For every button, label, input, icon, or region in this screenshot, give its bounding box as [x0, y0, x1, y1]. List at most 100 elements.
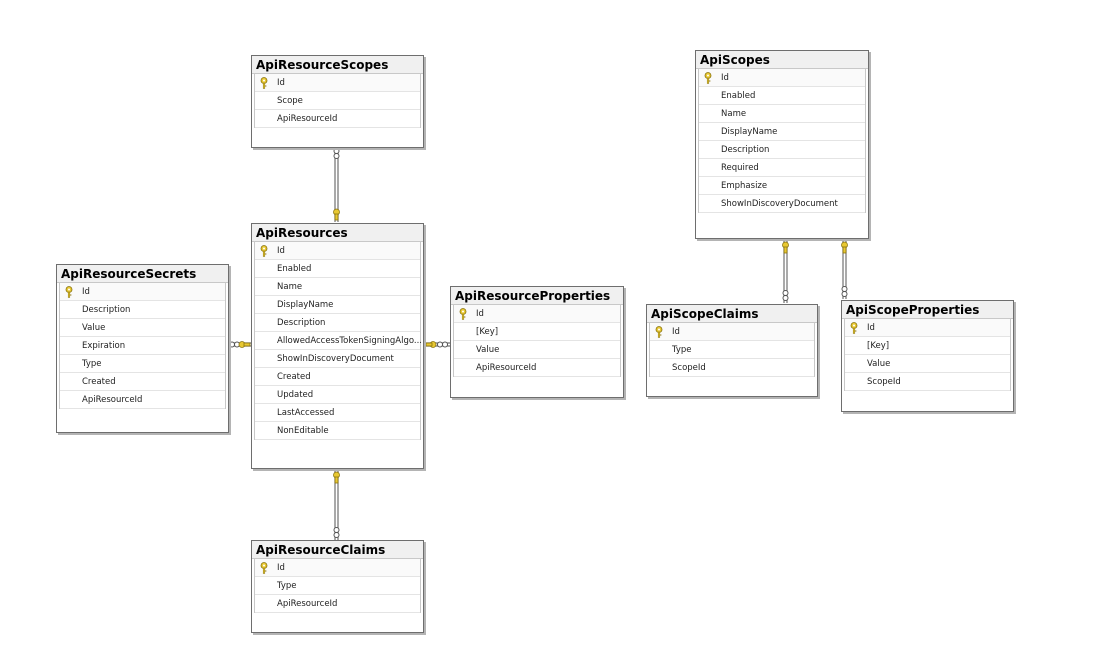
- column-row[interactable]: Value: [845, 355, 1010, 373]
- column-row[interactable]: LastAccessed: [255, 404, 420, 422]
- column-row[interactable]: Enabled: [255, 260, 420, 278]
- column-name: ScopeId: [672, 363, 706, 373]
- column-name: Required: [721, 163, 759, 173]
- column-row[interactable]: AllowedAccessTokenSigningAlgo...: [255, 332, 422, 350]
- column-row[interactable]: Id: [650, 323, 814, 341]
- column-name: Expiration: [82, 341, 126, 351]
- column-row[interactable]: ApiResourceId: [255, 110, 420, 128]
- table-title[interactable]: ApiScopes: [696, 51, 868, 69]
- column-row[interactable]: Type: [650, 341, 814, 359]
- column-name: Id: [82, 287, 90, 297]
- table-title[interactable]: ApiResourceProperties: [451, 287, 623, 305]
- column-row[interactable]: ScopeId: [845, 373, 1010, 391]
- column-row[interactable]: Value: [454, 341, 620, 359]
- column-name: ApiResourceId: [82, 395, 143, 405]
- column-name: ApiResourceId: [277, 599, 338, 609]
- column-name: Enabled: [277, 264, 312, 274]
- column-name: Description: [82, 305, 131, 315]
- column-row[interactable]: Description: [699, 141, 865, 159]
- column-name: ScopeId: [867, 377, 901, 387]
- column-name: ShowInDiscoveryDocument: [277, 354, 394, 364]
- column-row[interactable]: Required: [699, 159, 865, 177]
- column-name: Description: [277, 318, 326, 328]
- column-name: Created: [277, 372, 311, 382]
- column-row[interactable]: Id: [255, 74, 420, 92]
- column-name: Emphasize: [721, 181, 768, 191]
- column-row[interactable]: Value: [60, 319, 225, 337]
- column-name: Id: [672, 327, 680, 337]
- column-row[interactable]: Description: [60, 301, 225, 319]
- column-row[interactable]: Description: [255, 314, 420, 332]
- column-name: ApiResourceId: [476, 363, 537, 373]
- column-row[interactable]: Name: [255, 278, 420, 296]
- column-row[interactable]: ApiResourceId: [60, 391, 225, 409]
- table-title[interactable]: ApiScopeClaims: [647, 305, 817, 323]
- column-row[interactable]: Scope: [255, 92, 420, 110]
- column-name: Value: [867, 359, 891, 369]
- column-row[interactable]: Updated: [255, 386, 420, 404]
- column-row[interactable]: Created: [60, 373, 225, 391]
- column-row[interactable]: Emphasize: [699, 177, 865, 195]
- column-row[interactable]: ApiResourceId: [255, 595, 420, 613]
- column-row[interactable]: Id: [255, 242, 420, 260]
- table-title[interactable]: ApiScopeProperties: [842, 301, 1013, 319]
- column-row[interactable]: ShowInDiscoveryDocument: [699, 195, 865, 213]
- column-row[interactable]: DisplayName: [699, 123, 865, 141]
- column-row[interactable]: Expiration: [60, 337, 225, 355]
- column-name: Name: [721, 109, 747, 119]
- table-title[interactable]: ApiResourceClaims: [252, 541, 423, 559]
- column-row[interactable]: Type: [255, 577, 420, 595]
- primary-key-icon: [459, 308, 467, 320]
- table-title[interactable]: ApiResourceScopes: [252, 56, 423, 74]
- primary-key-icon: [260, 245, 268, 257]
- column-row[interactable]: ApiResourceId: [454, 359, 620, 377]
- column-name: LastAccessed: [277, 408, 335, 418]
- column-row[interactable]: ScopeId: [650, 359, 814, 377]
- column-name: Enabled: [721, 91, 756, 101]
- column-row[interactable]: Created: [255, 368, 420, 386]
- column-row[interactable]: ShowInDiscoveryDocument: [255, 350, 420, 368]
- column-row[interactable]: NonEditable: [255, 422, 420, 440]
- table-title[interactable]: ApiResourceSecrets: [57, 265, 228, 283]
- column-row[interactable]: [Key]: [454, 323, 620, 341]
- column-row[interactable]: Id: [845, 319, 1010, 337]
- column-row[interactable]: DisplayName: [255, 296, 420, 314]
- table-title[interactable]: ApiResources: [252, 224, 423, 242]
- column-row[interactable]: [Key]: [845, 337, 1010, 355]
- column-name: Value: [476, 345, 500, 355]
- column-row[interactable]: Enabled: [699, 87, 865, 105]
- column-row[interactable]: Id: [454, 305, 620, 323]
- column-name: Scope: [277, 96, 303, 106]
- column-row[interactable]: Type: [60, 355, 225, 373]
- column-name: DisplayName: [277, 300, 334, 310]
- column-row[interactable]: Id: [699, 69, 865, 87]
- column-row[interactable]: Name: [699, 105, 865, 123]
- primary-key-icon: [260, 562, 268, 574]
- column-row[interactable]: Id: [60, 283, 225, 301]
- column-name: Id: [721, 73, 729, 83]
- column-name: Id: [277, 563, 285, 573]
- column-name: Id: [277, 78, 285, 88]
- column-name: NonEditable: [277, 426, 329, 436]
- primary-key-icon: [850, 322, 858, 334]
- primary-key-icon: [655, 326, 663, 338]
- column-row[interactable]: Id: [255, 559, 420, 577]
- column-name: Value: [82, 323, 106, 333]
- column-name: Description: [721, 145, 770, 155]
- column-name: Type: [277, 581, 297, 591]
